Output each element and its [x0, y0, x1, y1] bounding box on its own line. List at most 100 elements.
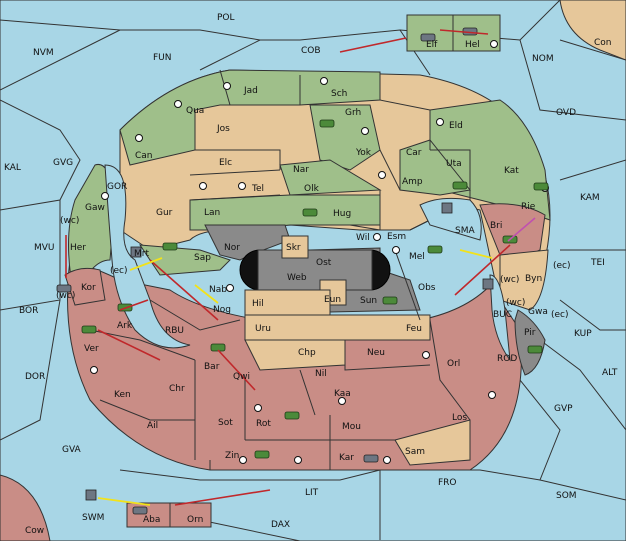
- region-uru-feu[interactable]: [244, 314, 431, 341]
- label-grh: Grh: [345, 108, 361, 118]
- label-gvg: GVG: [53, 158, 73, 168]
- region-web-skr[interactable]: [257, 249, 373, 291]
- label-gur: Gur: [156, 208, 173, 218]
- label-car: Car: [406, 148, 422, 158]
- label-hil: Hil: [252, 299, 264, 309]
- label-nab: Nab: [209, 285, 227, 295]
- label-fun: FUN: [153, 53, 172, 63]
- label-amp: Amp: [402, 177, 423, 187]
- label-mvu: MVU: [34, 243, 55, 253]
- label-cob: COB: [301, 46, 321, 56]
- fleet-mvu[interactable]: [130, 246, 142, 258]
- army-sun[interactable]: [382, 296, 398, 305]
- army-mrt[interactable]: [162, 242, 178, 251]
- label-kup: KUP: [574, 329, 592, 339]
- label-rbu: RBU: [165, 326, 184, 336]
- label-kal: KAL: [4, 163, 21, 173]
- region-con[interactable]: [559, 0, 626, 61]
- fleet-buc[interactable]: [482, 278, 494, 290]
- region-pir[interactable]: [514, 309, 546, 376]
- army-mel[interactable]: [427, 245, 443, 254]
- region-north-green[interactable]: [119, 69, 381, 166]
- label-ec2: (ec): [553, 261, 571, 271]
- army-rot[interactable]: [284, 411, 300, 420]
- label-mel: Mel: [409, 252, 425, 262]
- label-nar: Nar: [293, 165, 309, 175]
- label-rot: Rot: [256, 419, 271, 429]
- label-hug: Hug: [333, 209, 351, 219]
- label-tei: TEI: [590, 258, 605, 268]
- label-zin: Zin: [225, 451, 239, 461]
- label-qua: Qua: [186, 106, 204, 116]
- label-wil: Wil: [356, 233, 370, 243]
- region-amp[interactable]: [399, 139, 471, 196]
- army-units[interactable]: [81, 119, 549, 459]
- label-kor: Kor: [81, 283, 96, 293]
- fleet-elf[interactable]: [420, 33, 436, 42]
- army-amp[interactable]: [452, 181, 468, 190]
- label-yok: Yok: [355, 148, 372, 158]
- label-kar: Kar: [339, 453, 354, 463]
- region-skr[interactable]: [281, 235, 309, 259]
- label-byn: Byn: [525, 274, 542, 284]
- label-olk: Olk: [304, 184, 320, 194]
- fleet-aba[interactable]: [132, 506, 148, 515]
- label-ver: Ver: [84, 344, 99, 354]
- label-ec3: (ec): [551, 310, 569, 320]
- label-lit: LIT: [305, 488, 319, 498]
- label-uru: Uru: [255, 324, 271, 334]
- label-qwi: Qwi: [233, 372, 250, 382]
- army-ver[interactable]: [81, 325, 97, 334]
- label-wc3: (wc): [500, 275, 519, 285]
- label-eun: Eun: [324, 295, 341, 305]
- label-rod: ROD: [497, 354, 517, 364]
- label-gvp: GVP: [554, 404, 573, 414]
- label-uta: Uta: [446, 159, 462, 169]
- region-chp[interactable]: [244, 339, 346, 371]
- fleet-swm[interactable]: [85, 489, 97, 501]
- lagoon-west: [104, 164, 191, 349]
- label-ovd: OVD: [556, 108, 576, 118]
- label-sam: Sam: [405, 447, 425, 457]
- label-rie: Rie: [521, 202, 536, 212]
- lagoon-east: [489, 274, 511, 362]
- label-kaa: Kaa: [334, 389, 351, 399]
- label-jos: Jos: [216, 124, 230, 134]
- region-sam[interactable]: [394, 419, 471, 466]
- region-mid-green[interactable]: [189, 194, 381, 231]
- label-web: Web: [287, 273, 307, 283]
- army-grh[interactable]: [319, 119, 335, 128]
- label-gva: GVA: [62, 445, 82, 455]
- label-her: Her: [70, 243, 86, 253]
- label-tel: Tel: [251, 184, 264, 194]
- label-con: Con: [594, 38, 612, 48]
- label-pol: POL: [217, 13, 235, 23]
- label-ail: Ail: [147, 421, 158, 431]
- label-orn: Orn: [187, 515, 203, 525]
- label-sun: Sun: [360, 296, 377, 306]
- army-hug[interactable]: [302, 208, 318, 217]
- label-dor: DOR: [25, 372, 45, 382]
- label-alt: ALT: [602, 368, 618, 378]
- label-ken: Ken: [114, 390, 131, 400]
- army-pir[interactable]: [527, 345, 543, 354]
- army-kat[interactable]: [533, 182, 549, 191]
- label-buc: BUC: [493, 310, 512, 320]
- region-byn[interactable]: [499, 249, 549, 311]
- label-sap: Sap: [194, 253, 211, 263]
- army-zin[interactable]: [254, 450, 270, 459]
- label-cow: Cow: [25, 526, 44, 536]
- fleet-units[interactable]: [56, 27, 494, 515]
- label-nor: Nor: [224, 243, 240, 253]
- fleet-sma[interactable]: [441, 202, 453, 214]
- fleet-kar[interactable]: [363, 454, 379, 463]
- label-ost: Ost: [316, 258, 332, 268]
- fleet-kor[interactable]: [56, 284, 72, 293]
- label-gor: GOR: [107, 182, 127, 192]
- label-gwa: Gwa: [528, 307, 548, 317]
- label-pir: Pir: [524, 328, 536, 338]
- army-bar[interactable]: [210, 343, 226, 352]
- label-eld: Eld: [449, 121, 463, 131]
- region-kor[interactable]: [64, 267, 106, 306]
